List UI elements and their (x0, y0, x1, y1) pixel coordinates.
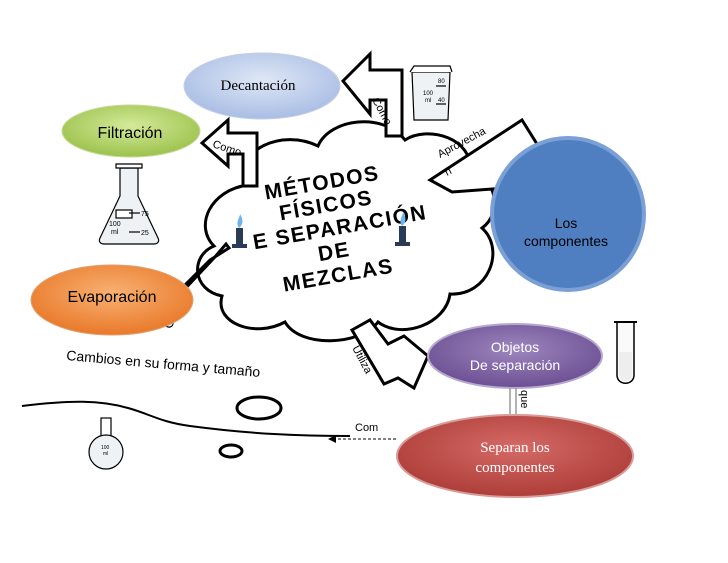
beaker-unit: ml (425, 98, 431, 104)
beaker-icon: 80 40 100 ml (409, 65, 453, 121)
title-line-4: DE (316, 238, 352, 266)
node-componentes-line2: componentes (524, 233, 608, 249)
flask-unit: ml (111, 229, 119, 236)
caption-cambios: Cambios en su forma y tamaño (66, 347, 261, 380)
node-filtracion: Filtración (61, 104, 201, 158)
beaker-mark-bottom: 40 (438, 98, 445, 104)
beaker-mark-top: 80 (438, 79, 445, 85)
flask-mark-bottom: 25 (141, 230, 149, 237)
node-evaporacion-label: Evaporación (68, 289, 157, 306)
flask-vol: 100 (109, 221, 121, 228)
connector-que: que (509, 388, 530, 414)
round-flask-unit: ml (103, 451, 108, 457)
thought-bubble-large (235, 395, 283, 421)
node-objetos-line1: Objetos (491, 339, 539, 355)
cloud (196, 120, 496, 459)
connector-com: Com (328, 422, 396, 443)
label-aprovecha-n: n (443, 165, 454, 178)
arrow-to-filtracion (199, 116, 259, 188)
flow-curve (21, 400, 351, 437)
test-tube-icon (614, 321, 637, 384)
round-flask-vol: 100 (101, 445, 110, 451)
node-decantacion: Decantación (183, 52, 341, 120)
node-componentes-line1: Los (555, 215, 578, 231)
erlenmeyer-flask-icon: 75 25 100 ml (98, 163, 160, 245)
round-flask-icon: 100 ml (88, 417, 124, 470)
node-separan-line2: componentes (475, 460, 554, 476)
label-com: Com (355, 422, 378, 434)
node-objetos: Objetos De separación (427, 323, 603, 389)
bunsen-burner-icon-left (232, 214, 247, 248)
node-separan: Separan los componentes (396, 414, 634, 498)
bunsen-burner-icon-right (395, 212, 410, 246)
node-filtracion-label: Filtración (98, 125, 163, 142)
arrow-to-decantacion (340, 50, 404, 138)
flask-mark-top: 75 (141, 211, 149, 218)
node-componentes: Los componentes (490, 136, 646, 292)
node-objetos-line2: De separación (470, 357, 560, 373)
node-separan-line1: Separan los (480, 440, 550, 456)
beaker-vol: 100 (423, 91, 434, 97)
cloud-shape (196, 120, 496, 343)
node-evaporacion: Evaporación (30, 264, 194, 336)
label-que: que (518, 390, 530, 408)
node-decantacion-label: Decantación (221, 78, 296, 94)
thought-bubble-small (218, 443, 244, 459)
